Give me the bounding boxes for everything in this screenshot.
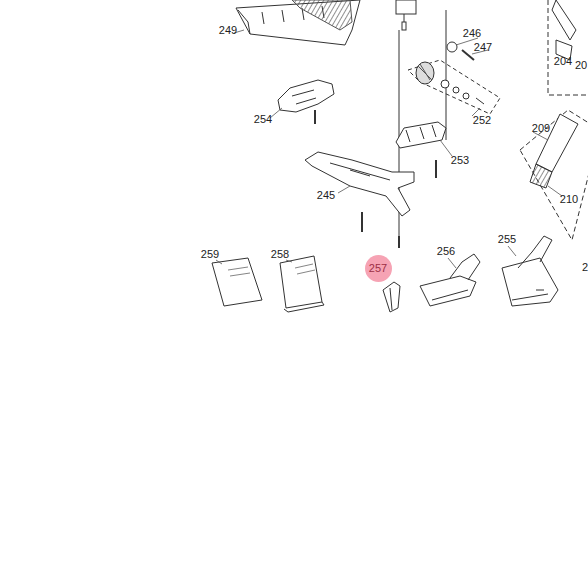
callout-number: 256 [437, 246, 455, 257]
highlight-circle: 257 [365, 255, 392, 282]
callout-number: 204 [554, 56, 572, 67]
callout-number: 245 [317, 190, 335, 201]
callout-number: 259 [201, 249, 219, 260]
callout-number: 2 [582, 262, 588, 273]
callout-number: 258 [271, 249, 289, 260]
callout-number: 209 [532, 123, 550, 134]
callout-number: 246 [463, 28, 481, 39]
callout-number: 253 [451, 155, 469, 166]
callout-number: 247 [474, 42, 492, 53]
callout-number: 254 [254, 114, 272, 125]
callout-number: 20 [575, 60, 587, 71]
callout-number: 252 [473, 115, 491, 126]
callout-number: 257 [369, 263, 387, 274]
callout-number: 249 [219, 25, 237, 36]
callout-number: 255 [498, 234, 516, 245]
callout-number: 210 [560, 194, 578, 205]
